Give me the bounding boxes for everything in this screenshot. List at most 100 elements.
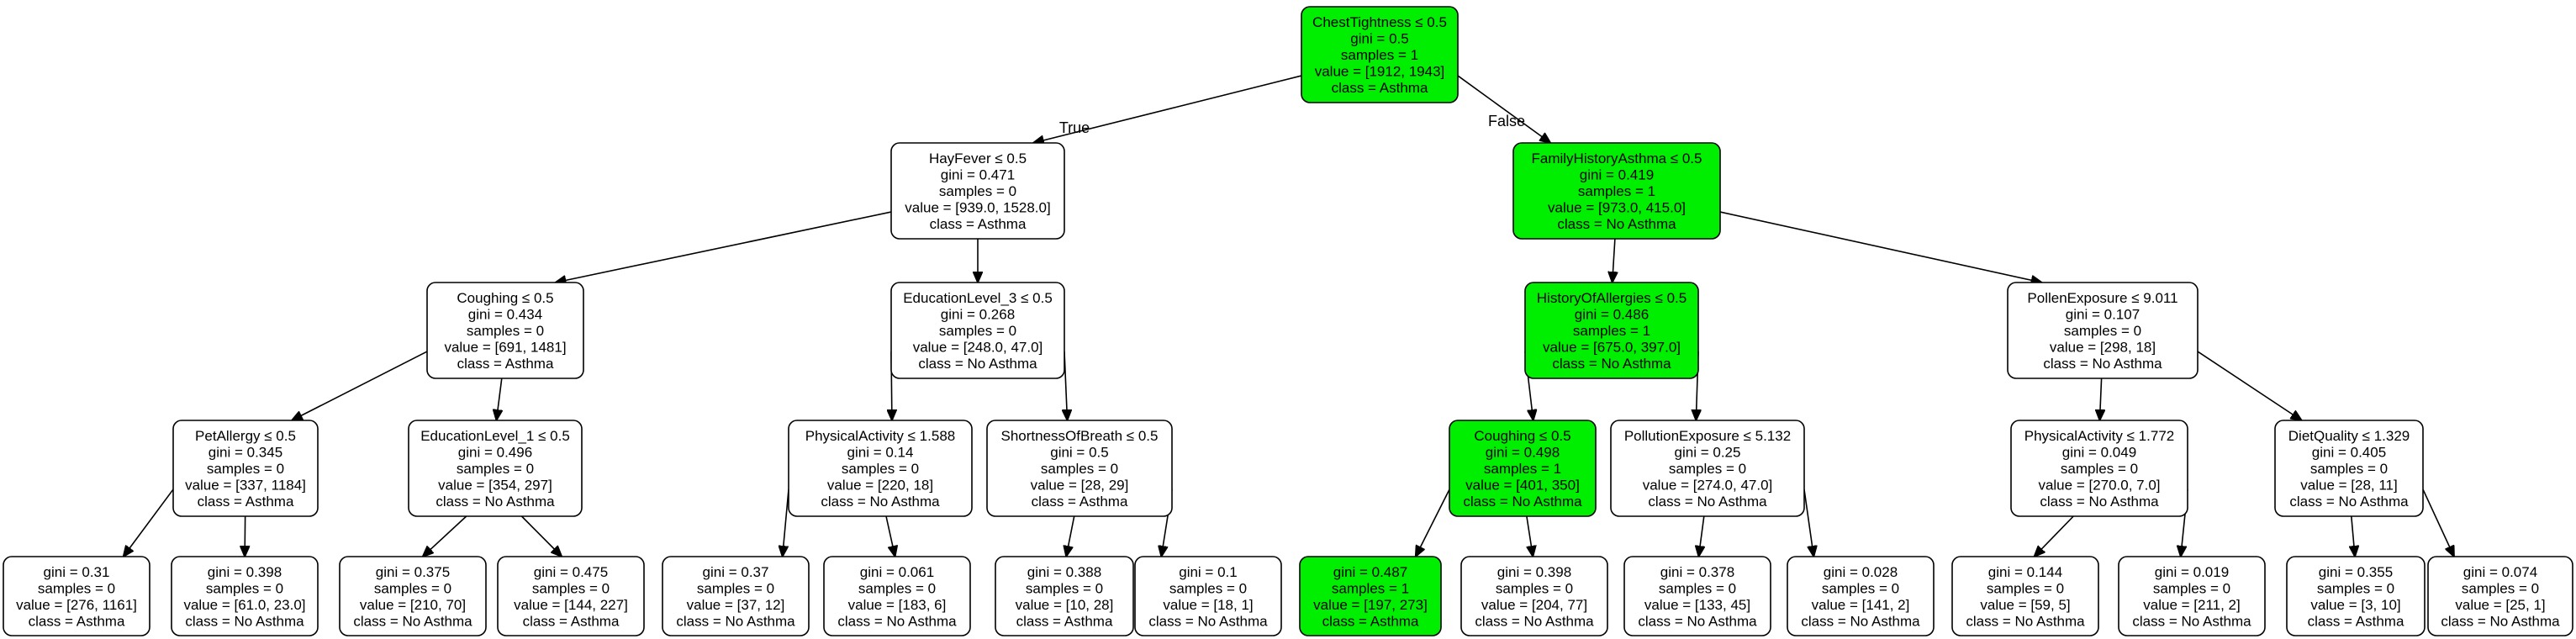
node-box — [2010, 420, 2188, 517]
node-text-line: value = [220, 18] — [827, 478, 933, 494]
node-text-line: gini = 0.486 — [1575, 307, 1649, 323]
node-text-line: PollenExposure ≤ 9.011 — [2027, 290, 2177, 306]
node-text-line: class = Asthma — [1322, 613, 1419, 629]
node-text-line: samples = 1 — [1484, 461, 1561, 477]
node-text-line: samples = 1 — [1573, 323, 1650, 339]
node-text-line: PhysicalActivity ≤ 1.588 — [805, 428, 955, 444]
node-text-line: samples = 0 — [1659, 580, 1736, 596]
node-text-line: value = [210, 70] — [360, 597, 466, 613]
node-text-line: samples = 0 — [2317, 580, 2394, 596]
node-box — [662, 556, 810, 636]
node-text-line: gini = 0.1 — [1179, 564, 1237, 580]
node-text-line: value = [37, 12] — [687, 597, 785, 613]
node-box — [1134, 556, 1282, 636]
node-text-line: class = No Asthma — [676, 613, 795, 629]
node-text-line: samples = 0 — [1496, 580, 1573, 596]
node-text-line: value = [25, 1] — [2455, 597, 2545, 613]
node-text-line: value = [18, 1] — [1163, 597, 1253, 613]
node-box — [2118, 556, 2266, 636]
node-text-line: class = Asthma — [457, 356, 554, 372]
tree-edge-n11-l9 — [1526, 515, 1533, 557]
tree-edge-n0-n2 — [1457, 75, 1550, 143]
node-text-line: value = [141, 2] — [1812, 597, 1910, 613]
node-text-line: class = No Asthma — [2043, 356, 2162, 372]
node-text-line: samples = 0 — [207, 461, 284, 477]
node-text-line: samples = 0 — [2064, 323, 2141, 339]
node-text-line: gini = 0.5 — [1050, 445, 1108, 461]
node-text-line: samples = 0 — [2153, 580, 2230, 596]
node-text-line: DietQuality ≤ 1.329 — [2288, 428, 2410, 444]
node-box — [1301, 6, 1459, 103]
node-text-line: value = [973.0, 415.0] — [1548, 200, 1686, 216]
node-text-line: gini = 0.268 — [941, 307, 1015, 323]
node-text-line: value = [298, 18] — [2050, 340, 2156, 356]
node-text-line: gini = 0.487 — [1333, 564, 1407, 580]
node-text-line: gini = 0.378 — [1660, 564, 1734, 580]
node-text-line: value = [1912, 1943] — [1315, 64, 1445, 80]
node-text-line: samples = 0 — [206, 580, 283, 596]
node-text-line: gini = 0.375 — [376, 564, 450, 580]
node-text-line: value = [28, 29] — [1031, 478, 1129, 494]
node-text-line: samples = 0 — [697, 580, 774, 596]
node-text-line: class = No Asthma — [1557, 216, 1676, 232]
tree-edge-n11-l8 — [1416, 488, 1450, 557]
node-text-line: value = [270.0, 7.0] — [2038, 478, 2160, 494]
node-text-line: samples = 0 — [1041, 461, 1118, 477]
node-box — [890, 142, 1065, 240]
node-box — [2286, 556, 2426, 636]
node-text-line: class = Asthma — [1016, 613, 1113, 629]
node-text-line: class = No Asthma — [353, 613, 472, 629]
tree-edge-n0-n1 — [1033, 75, 1302, 143]
node-text-line: class = No Asthma — [918, 356, 1037, 372]
tree-edge-n9-l5 — [885, 515, 895, 557]
tree-edge-n6-n13 — [2099, 378, 2101, 420]
tree-edge-n8-l3 — [520, 515, 562, 557]
node-text-line: samples = 1 — [1332, 580, 1409, 596]
node-text-line: gini = 0.144 — [1988, 564, 2062, 580]
node-text-line: class = Asthma — [198, 494, 294, 510]
node-text-line: samples = 0 — [38, 580, 115, 596]
tree-edge-n7-l0 — [124, 488, 174, 557]
node-text-line: class = No Asthma — [2289, 494, 2409, 510]
tree-edge-n13-l12 — [2035, 515, 2074, 557]
node-box — [1787, 556, 1935, 636]
node-box — [426, 282, 584, 379]
node-text-line: FamilyHistoryAsthma ≤ 0.5 — [1532, 151, 1702, 166]
node-text-line: Coughing ≤ 0.5 — [1474, 428, 1570, 444]
node-text-line: gini = 0.471 — [941, 167, 1015, 183]
node-text-line: samples = 0 — [858, 580, 936, 596]
node-text-line: value = [28, 11] — [2300, 478, 2397, 494]
node-box — [2274, 420, 2424, 517]
tree-edge-n14-l15 — [2422, 488, 2454, 557]
node-box — [890, 282, 1065, 379]
edge-label-false: False — [1488, 113, 1525, 129]
node-text-line: class = Asthma — [2308, 613, 2404, 629]
node-text-line: class = No Asthma — [1966, 613, 2085, 629]
node-text-line: class = No Asthma — [1463, 494, 1582, 510]
node-text-line: class = No Asthma — [2132, 613, 2251, 629]
node-box — [1512, 142, 1721, 240]
node-text-line: class = Asthma — [1032, 494, 1128, 510]
node-text-line: gini = 0.496 — [458, 445, 532, 461]
node-text-line: value = [675.0, 397.0] — [1543, 340, 1681, 356]
node-text-line: gini = 0.398 — [1497, 564, 1571, 580]
node-box — [986, 420, 1173, 517]
node-text-line: samples = 0 — [374, 580, 451, 596]
node-box — [2007, 282, 2199, 379]
node-text-line: value = [274.0, 47.0] — [1643, 478, 1773, 494]
node-text-line: gini = 0.061 — [860, 564, 934, 580]
